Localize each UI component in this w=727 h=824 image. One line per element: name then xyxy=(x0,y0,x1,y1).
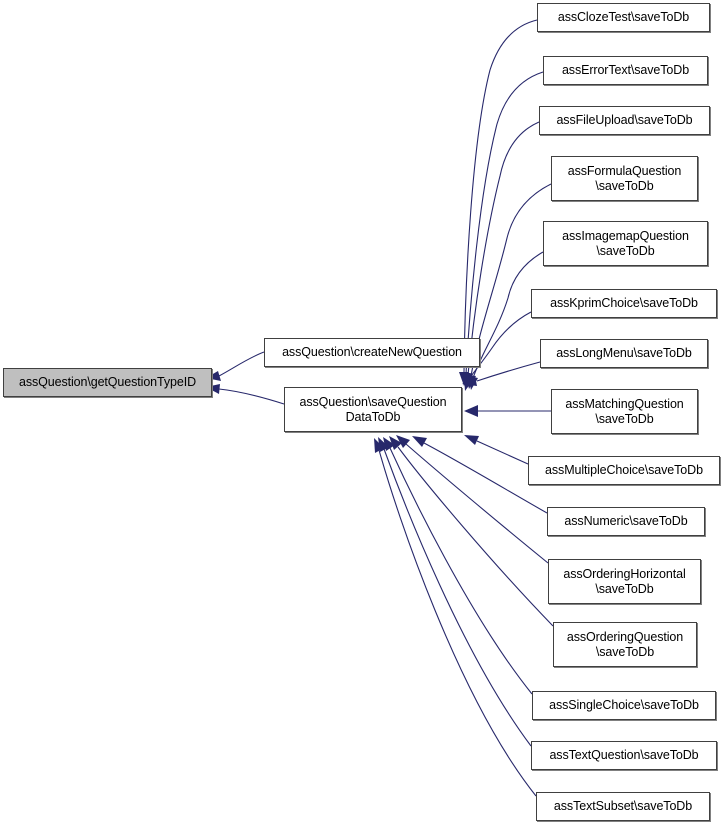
call-edge-arrowhead xyxy=(374,438,384,453)
graph-node-label: assOrderingQuestion \saveToDb xyxy=(566,629,684,659)
call-edge-arrowhead xyxy=(464,405,478,417)
call-edge xyxy=(218,388,285,405)
call-edge xyxy=(218,351,265,377)
graph-node-assMultipleChoice[interactable]: assMultipleChoice\saveToDb xyxy=(528,456,720,485)
call-edge xyxy=(397,446,554,627)
graph-node-label: assMultipleChoice\saveToDb xyxy=(545,463,703,477)
graph-node-assTextQuestion[interactable]: assTextQuestion\saveToDb xyxy=(531,741,717,770)
graph-node-assFormulaQuestion[interactable]: assFormulaQuestion \saveToDb xyxy=(551,156,698,201)
graph-node-label: assQuestion\createNewQuestion xyxy=(282,345,462,359)
call-edge xyxy=(378,449,537,797)
graph-node-label: assLongMenu\saveToDb xyxy=(556,346,692,360)
call-edge-arrowhead xyxy=(462,376,477,386)
graph-node-label: assNumeric\saveToDb xyxy=(564,514,688,528)
call-edge xyxy=(472,251,544,379)
graph-node-assErrorText[interactable]: assErrorText\saveToDb xyxy=(543,56,708,85)
graph-node-assMatchingQuestion[interactable]: assMatchingQuestion \saveToDb xyxy=(551,389,698,434)
graph-node-assOrderingHorizontal[interactable]: assOrderingHorizontal \saveToDb xyxy=(548,559,701,604)
graph-node-assOrderingQuestion[interactable]: assOrderingQuestion \saveToDb xyxy=(553,622,697,667)
graph-node-assLongMenu[interactable]: assLongMenu\saveToDb xyxy=(540,339,708,368)
call-edge xyxy=(389,447,533,695)
graph-node-assTextSubset[interactable]: assTextSubset\saveToDb xyxy=(536,792,710,821)
graph-node-assSingleChoice[interactable]: assSingleChoice\saveToDb xyxy=(532,691,716,720)
graph-node-assKprimChoice[interactable]: assKprimChoice\saveToDb xyxy=(531,289,717,318)
graph-node-assClozeTest[interactable]: assClozeTest\saveToDb xyxy=(537,3,710,32)
graph-node-createNewQuestion[interactable]: assQuestion\createNewQuestion xyxy=(264,338,480,367)
graph-node-assImagemapQuestion[interactable]: assImagemapQuestion \saveToDb xyxy=(543,221,708,266)
graph-node-assNumeric[interactable]: assNumeric\saveToDb xyxy=(547,507,705,536)
call-edge-arrowhead xyxy=(464,435,479,445)
graph-node-saveQuestionDataToDb[interactable]: assQuestion\saveQuestion DataToDb xyxy=(284,387,462,432)
call-edge xyxy=(467,311,532,381)
call-edge xyxy=(383,448,532,747)
graph-node-label: assFileUpload\saveToDb xyxy=(556,113,693,127)
graph-node-label: assFormulaQuestion \saveToDb xyxy=(567,163,682,193)
graph-node-label: assKprimChoice\saveToDb xyxy=(550,296,698,310)
call-edge xyxy=(470,183,552,377)
call-edge xyxy=(465,71,544,375)
graph-node-label: assQuestion\saveQuestion DataToDb xyxy=(299,394,447,424)
call-edge xyxy=(405,443,549,564)
call-edge xyxy=(476,361,541,382)
graph-node-label: assErrorText\saveToDb xyxy=(561,63,690,77)
graph-node-label: assSingleChoice\saveToDb xyxy=(549,698,699,712)
call-edge-arrowhead xyxy=(412,436,427,447)
call-edge xyxy=(476,440,529,465)
graph-node-getQuestionTypeID[interactable]: assQuestion\getQuestionTypeID xyxy=(3,368,212,397)
graph-node-label: assClozeTest\saveToDb xyxy=(557,10,690,24)
graph-node-label: assOrderingHorizontal \saveToDb xyxy=(563,566,686,596)
graph-node-label: assTextQuestion\saveToDb xyxy=(549,748,699,762)
graph-node-assFileUpload[interactable]: assFileUpload\saveToDb xyxy=(539,106,710,135)
call-edge xyxy=(423,442,548,514)
call-edge xyxy=(467,121,540,376)
call-edge-arrowhead xyxy=(396,435,410,448)
graph-node-label: assImagemapQuestion \saveToDb xyxy=(562,228,689,258)
call-edge xyxy=(463,19,538,373)
graph-node-label: assQuestion\getQuestionTypeID xyxy=(18,375,197,389)
call-edge-arrowhead xyxy=(389,436,402,450)
graph-node-label: assTextSubset\saveToDb xyxy=(553,799,693,813)
graph-node-label: assMatchingQuestion \saveToDb xyxy=(565,396,684,426)
